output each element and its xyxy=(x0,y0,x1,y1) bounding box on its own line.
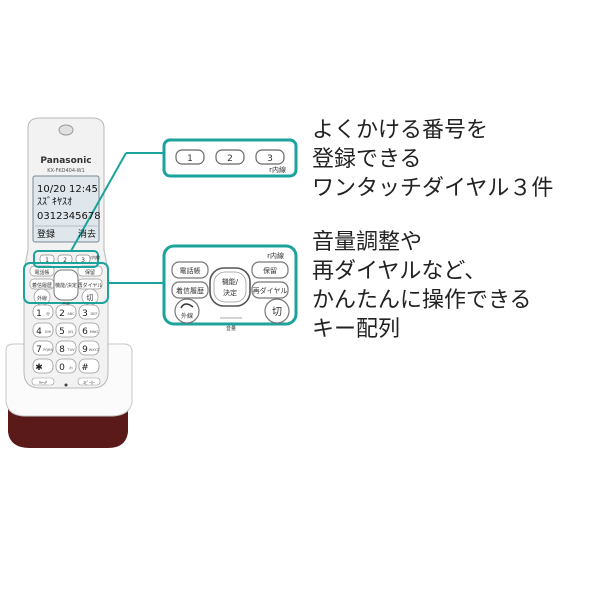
callout-redial: 再ダイヤル xyxy=(253,286,288,295)
mini-speed-dial-1: 1 xyxy=(45,257,49,264)
handset-call-icon xyxy=(180,303,194,309)
keypad-digit: 5 xyxy=(59,327,65,337)
keypad-key xyxy=(55,358,77,374)
screen-softkey-right: 消去 xyxy=(78,228,96,240)
mini-intercom-label: r内線 xyxy=(90,254,100,260)
keypad-digit: # xyxy=(81,363,89,373)
keypad-letters: DEF xyxy=(91,312,98,316)
callout-speed-dial-1: 1 xyxy=(187,154,193,164)
mini-history: 着信履歴 xyxy=(32,282,52,289)
callout-outside: 外線 xyxy=(181,312,193,320)
keypad-digit: 9 xyxy=(82,345,88,355)
keypad-digit: 1 xyxy=(36,309,42,319)
model-label: KX-FKD404-W1 xyxy=(47,168,85,174)
caption-speed-dial: よくかける番号を 登録できる ワンタッチダイヤル３件 xyxy=(312,116,553,203)
keypad-key xyxy=(55,340,77,356)
keypad-key xyxy=(78,358,100,374)
mini-center: 機能/決定 xyxy=(55,282,77,289)
keypad-digit: 0 xyxy=(59,363,65,373)
callout-center-l1: 機能/ xyxy=(222,277,239,286)
keypad-letters: TUV xyxy=(66,348,75,352)
keypad-digit: 3 xyxy=(82,309,88,319)
keypad-letters: WXYZ xyxy=(89,348,100,352)
keypad-letters: MNO xyxy=(90,330,99,334)
keypad-key xyxy=(32,322,54,338)
caption-line: 登録できる xyxy=(312,147,422,172)
caption-line: ワンタッチダイヤル３件 xyxy=(312,176,554,201)
callout-center-l2: 決定 xyxy=(223,288,237,297)
mini-hold: 保留 xyxy=(85,269,95,276)
callout-phonebook: 電話帳 xyxy=(180,266,201,275)
callout-speed-dial-3: 3 xyxy=(267,154,273,164)
caption-key-layout: 音量調整や 再ダイヤルなど、 かんたんに操作できる キー配列 xyxy=(312,228,532,344)
keypad-key xyxy=(78,340,100,356)
mini-redial: 再ダイヤル xyxy=(78,282,103,289)
keypad-digit: ✱ xyxy=(35,363,43,373)
keypad-digit: 7 xyxy=(36,345,42,355)
mini-phonebook: 電話帳 xyxy=(34,269,49,276)
phone-screen xyxy=(32,175,100,243)
mini-end: 切 xyxy=(87,294,94,302)
catch-key-label: ｷｬｯﾁ xyxy=(39,380,47,385)
mini-speed-dial-2: 2 xyxy=(63,257,67,264)
keypad-letters: JKL xyxy=(67,330,73,334)
highlight-speed-dial xyxy=(33,250,99,268)
keypad-digit: 8 xyxy=(59,345,65,355)
handset xyxy=(23,117,109,389)
callout-volume: 音量 xyxy=(226,325,236,332)
keypad-digit: 4 xyxy=(36,327,42,337)
keypad-letters: PQRS xyxy=(43,348,53,352)
keypad-digit: 6 xyxy=(82,327,88,337)
callout-intercom-label-1: r内線 xyxy=(269,165,286,174)
keypad-letters: @ xyxy=(46,312,50,316)
screen-softkey-left: 登録 xyxy=(37,228,55,240)
keypad-key xyxy=(32,304,54,320)
mini-outside: 外線 xyxy=(37,295,47,302)
callout-hold: 保留 xyxy=(263,266,277,275)
screen-time: 10/20 12:45 xyxy=(37,184,98,195)
caption-line: よくかける番号を xyxy=(312,118,489,143)
brand-logo: Panasonic xyxy=(40,156,91,166)
speaker-key-label: ｽﾋﾟｰｶｰ xyxy=(83,379,95,385)
caption-line: かんたんに操作できる xyxy=(312,288,532,313)
screen-number: 0312345678 xyxy=(37,211,101,222)
mini-speed-dial-3: 3 xyxy=(81,257,85,264)
callout-connectors xyxy=(70,152,164,284)
keypad-key xyxy=(32,358,54,374)
keypad-key xyxy=(55,322,77,338)
keypad-letters: ABC xyxy=(67,312,75,316)
screen-name: ｽｽﾞｷﾔｽｵ xyxy=(37,196,72,208)
keypad-key xyxy=(55,304,77,320)
keypad-letters: GHI xyxy=(45,330,51,334)
callout-intercom-label-2: r内線 xyxy=(267,251,284,260)
caption-line: 音量調整や xyxy=(312,230,423,255)
keypad-key xyxy=(78,322,100,338)
callout-call-history: 着信履歴 xyxy=(176,286,204,295)
caption-line: 再ダイヤルなど、 xyxy=(312,259,487,284)
mini-volume: 音量 xyxy=(62,301,70,307)
callout-end: 切 xyxy=(272,306,282,318)
keypad-digit: 2 xyxy=(59,309,65,319)
caption-line: キー配列 xyxy=(312,317,401,342)
callout-speed-dial-2: 2 xyxy=(227,154,233,164)
keypad-key xyxy=(32,340,54,356)
keypad-key xyxy=(78,304,100,320)
keypad-letters: わ xyxy=(69,365,73,370)
earpiece-icon xyxy=(58,124,74,136)
